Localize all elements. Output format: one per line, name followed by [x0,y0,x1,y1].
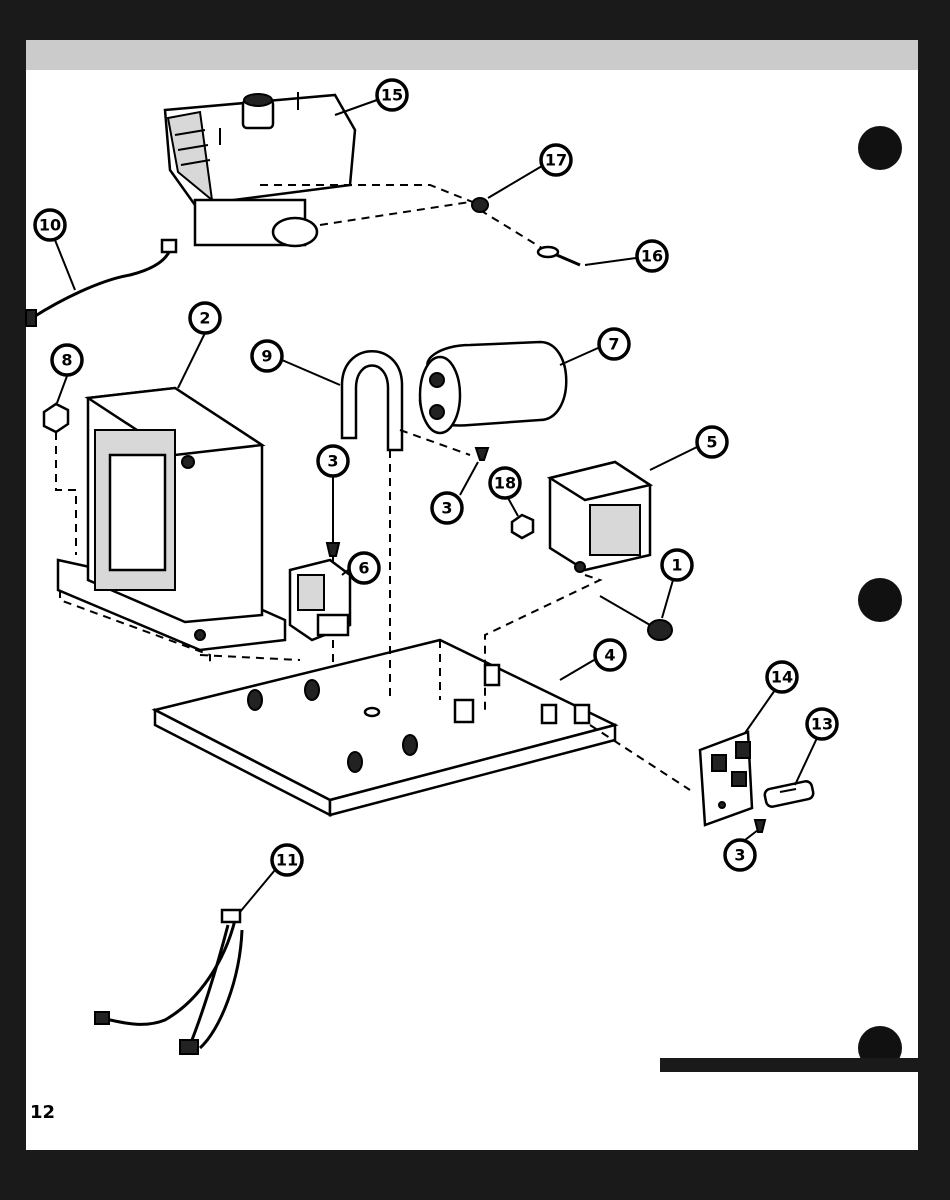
callout-14-leader [744,689,776,734]
callout-16: 16 [635,239,669,273]
callout-11-leader [239,869,276,913]
svg-text:16: 16 [641,247,663,266]
callout-3b-leader [459,461,479,496]
screw-board [753,819,767,833]
svg-text:3: 3 [327,452,338,471]
wire-lead [31,249,172,320]
callout-18-leader [507,497,519,517]
svg-text:7: 7 [608,335,619,354]
binder-hole-2 [858,578,902,622]
svg-text:4: 4 [604,646,615,665]
magnetron [163,92,357,248]
scan-smudge-top [26,40,918,70]
relay-switch [288,558,352,642]
svg-text:15: 15 [381,86,403,105]
callout-5: 5 [695,425,729,459]
noise-filter [546,460,654,573]
svg-text:11: 11 [276,851,298,870]
assembly-line-4 [484,574,603,715]
callout-4-leader [559,659,595,681]
assembly-line-2 [199,654,301,661]
base-plate [151,638,619,818]
thermal-cutout [471,197,489,213]
callout-17: 17 [539,143,573,177]
svg-text:13: 13 [811,715,833,734]
svg-text:3: 3 [441,499,452,518]
scan-border-bottom [0,1150,950,1200]
magnetron-to-thermal-leader [260,184,481,206]
screw-relay [325,542,341,557]
callout-7: 7 [597,327,631,361]
svg-text:14: 14 [771,668,793,687]
high-voltage-capacitor [418,340,568,435]
callout-1: 1 [660,548,694,582]
callout-17-leader [487,165,543,199]
magnetron-to-terminal-leader [319,201,471,226]
power-transformer [56,386,287,652]
hex-nut [42,402,70,434]
callout-4: 4 [593,638,627,672]
svg-text:1: 1 [671,556,682,575]
nut-to-transformer-leader [55,432,77,555]
callout-10: 10 [33,208,67,242]
callout-2-leader [177,332,206,389]
scan-border-left [0,0,26,1200]
callout-11: 11 [270,843,304,877]
assembly-line-1 [59,590,211,665]
callout-8-leader [56,375,68,404]
svg-text:6: 6 [358,559,369,578]
thermal-fuse-line [479,209,546,251]
callout-13: 13 [805,707,839,741]
bracket-to-capacitor-leader [399,429,471,456]
circuit-board [698,730,754,827]
svg-text:5: 5 [706,433,717,452]
svg-text:8: 8 [61,351,72,370]
callout-15-leader [334,99,378,116]
callout-3-capacitor: 3 [430,491,464,525]
assembly-line-5 [589,724,691,791]
binder-hole-1 [858,126,902,170]
callout-14: 14 [765,660,799,694]
antenna-lead-sleeve [536,245,560,259]
callout-2: 2 [188,301,222,335]
wire-lead-clip [25,309,37,327]
callout-18: 18 [488,466,522,500]
svg-text:3: 3 [734,846,745,865]
callout-8: 8 [50,343,84,377]
callout-1-leader [661,579,674,619]
callout-15: 15 [375,78,409,112]
svg-text:9: 9 [261,347,272,366]
capacitor-bracket [340,350,404,452]
callout-9: 9 [250,339,284,373]
callout-3-board: 3 [723,838,757,872]
callout-6-leader [341,569,349,576]
wire-harness [94,908,244,1055]
callout-5-leader [649,446,698,471]
svg-text:17: 17 [545,151,567,170]
svg-text:18: 18 [494,474,516,493]
callout-13-leader [794,737,818,786]
callout-9-leader [281,359,341,386]
page-number: 12 [30,1102,55,1123]
scan-bar-bottom-right [660,1058,918,1072]
callout-10-leader [54,239,76,291]
callout-7-leader [559,347,599,366]
mounting-bolt [599,595,673,641]
svg-text:2: 2 [199,309,210,328]
callout-6: 6 [347,551,381,585]
screw-capacitor [474,447,490,461]
callout-3c-leader [744,829,759,841]
scan-border-top [0,0,950,40]
wire-lead-terminal [160,238,178,254]
callout-3-relay: 3 [316,444,350,478]
diode [510,513,535,540]
fuse [763,780,815,808]
callout-16-leader [584,257,637,266]
scan-border-right [918,0,950,1200]
svg-text:10: 10 [39,216,61,235]
